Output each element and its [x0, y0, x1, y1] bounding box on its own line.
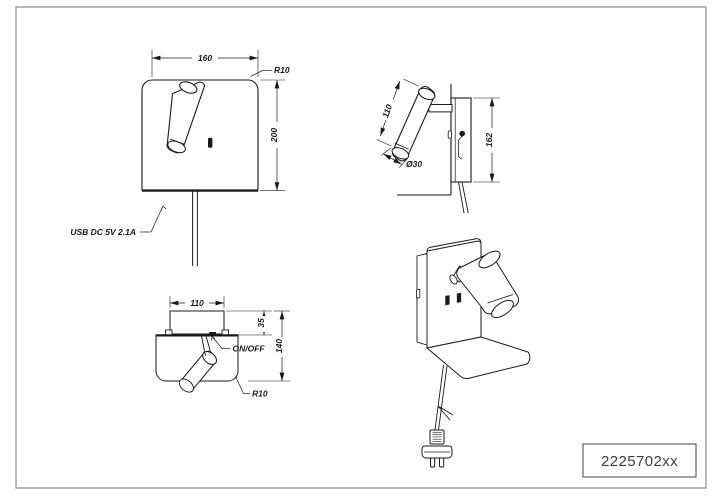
iso-power-cord	[434, 364, 454, 431]
side-view-diameter-dimension: Ø30	[381, 147, 422, 169]
title-block: 2225702xx	[582, 443, 697, 478]
iso-mains-plug	[421, 429, 453, 468]
side-view-power-cord	[458, 181, 469, 214]
front-view-height-dimension: 200	[260, 79, 285, 191]
iso-face-slots	[445, 292, 462, 306]
bottom-view-spot-cylinder	[178, 350, 218, 393]
front-view-width-dimension: 160	[151, 50, 259, 77]
side-view-height-dimension: 162	[473, 97, 500, 183]
iso-side-flange	[416, 252, 428, 346]
bottom-radius-label: R10	[252, 389, 268, 399]
sheet-border	[15, 6, 707, 489]
bottom-upper-depth-label: 35	[256, 318, 266, 328]
side-view: 110 Ø30 162	[376, 78, 500, 214]
bottom-width-label: 110	[190, 298, 204, 308]
bottom-view-radius-callout: R10	[235, 376, 268, 399]
isometric-view	[416, 238, 531, 468]
side-spot-diameter-label: Ø30	[406, 159, 422, 169]
bottom-switch-label: ON/OFF	[233, 344, 266, 354]
iso-spot-cylinder	[456, 250, 520, 319]
front-view: 160 200 R10 USB DC 5V 2.1A	[70, 50, 290, 266]
side-view-switch	[458, 130, 466, 160]
front-view-usb-port	[207, 137, 213, 148]
side-view-body	[447, 97, 472, 183]
part-number-label: 2225702xx	[601, 453, 678, 470]
front-width-label: 160	[198, 53, 212, 63]
bottom-view-total-depth-dimension: 140	[248, 310, 290, 382]
bottom-view: ON/OFF 110 35	[155, 296, 290, 399]
bottom-view-upper-depth-dimension: 35	[226, 310, 272, 336]
bottom-total-depth-label: 140	[274, 339, 284, 353]
front-radius-label: R10	[274, 65, 290, 75]
front-height-label: 200	[269, 128, 279, 143]
side-view-spot-cylinder	[391, 85, 436, 162]
front-view-usb-annotation: USB DC 5V 2.1A	[70, 205, 167, 237]
front-view-power-cord	[192, 191, 198, 266]
bottom-view-body	[155, 334, 239, 382]
bottom-view-mount-post	[201, 335, 212, 357]
side-body-height-label: 162	[484, 133, 494, 147]
front-view-spot-cylinder	[166, 81, 206, 154]
bottom-view-switch-callout: ON/OFF	[209, 332, 266, 354]
bottom-view-back-plate	[165, 310, 229, 336]
bottom-view-width-dimension: 110	[169, 296, 225, 309]
side-view-length-dimension: 110	[376, 78, 419, 147]
side-view-mount-arm	[428, 104, 453, 113]
front-view-radius-callout: R10	[250, 65, 290, 77]
side-spot-length-label: 110	[380, 103, 394, 119]
usb-rating-label: USB DC 5V 2.1A	[70, 227, 136, 237]
iso-shelf	[425, 336, 531, 379]
